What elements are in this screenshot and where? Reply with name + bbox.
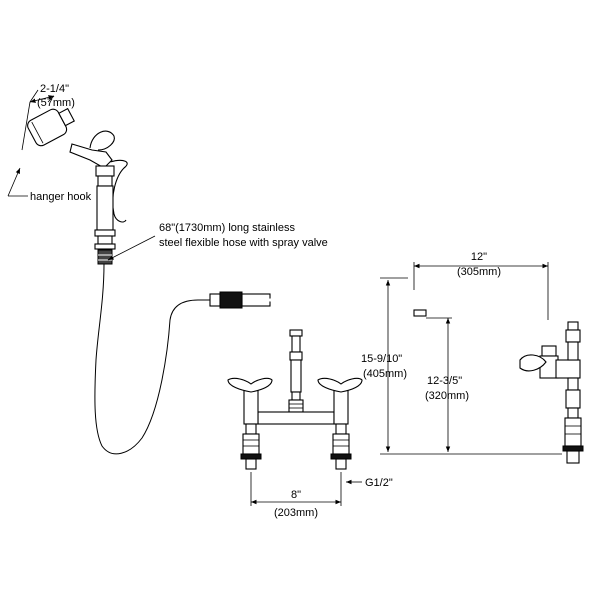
center-spacing-mm-label: (203mm) <box>274 507 318 519</box>
spout-reach-mm-label: (305mm) <box>457 266 501 278</box>
spout-height-label: 12-3/5" <box>427 375 462 387</box>
dim-overall-height <box>380 277 562 455</box>
center-spacing-label: 8" <box>291 489 301 501</box>
bridge-faucet <box>227 329 363 470</box>
flexible-hose <box>94 263 210 455</box>
hose-leader <box>107 235 156 261</box>
inlet-thread-label: G1/2" <box>365 477 393 489</box>
spout-reach-label: 12" <box>471 251 487 263</box>
spout-height-mm-label: (320mm) <box>425 390 469 402</box>
hose-label-line1: 68"(1730mm) long stainless <box>159 222 295 234</box>
dim-center-spacing <box>250 472 342 506</box>
addon-faucet <box>413 282 584 464</box>
spray-valve <box>27 107 128 265</box>
hanger-hook-label: hanger hook <box>30 191 92 203</box>
hose-connector <box>209 291 298 332</box>
hose-label-line2: steel flexible hose with spray valve <box>159 237 328 249</box>
dim-sprayer-width <box>21 89 55 151</box>
sprayer-width-mm-label: (57mm) <box>37 97 75 109</box>
dim-spout-height <box>426 317 452 452</box>
overall-height-label: 15-9/10" <box>361 353 402 365</box>
dim-spout-reach <box>413 262 549 320</box>
sprayer-width-label: 2-1/4" <box>40 83 69 95</box>
overall-height-mm-label: (405mm) <box>363 368 407 380</box>
